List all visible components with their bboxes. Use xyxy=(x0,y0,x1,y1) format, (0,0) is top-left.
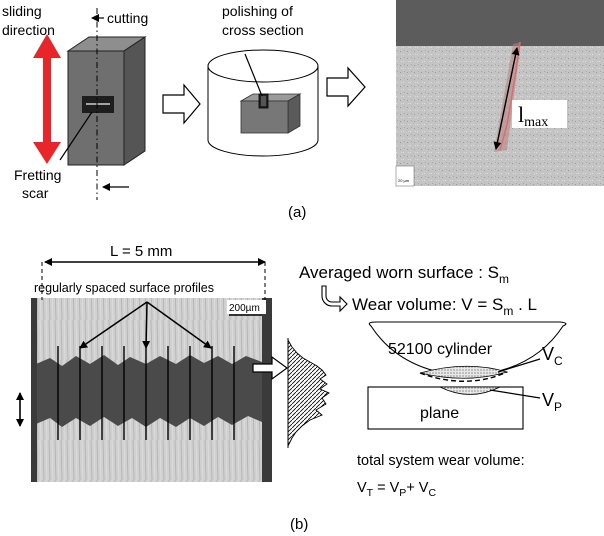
vc-pointer xyxy=(497,358,541,373)
cutting-label: cutting xyxy=(107,10,148,26)
profile-pointer xyxy=(79,301,148,349)
cross-section-micrograph: lmax 20 µm xyxy=(395,0,604,187)
caption-b: (b) xyxy=(290,516,308,533)
averaged-profile xyxy=(287,338,330,448)
profile-pointer xyxy=(142,301,151,349)
vp-pointer xyxy=(489,389,541,399)
cylinder-plane-diagram: 52100 cylinder plane VC VP xyxy=(367,321,567,430)
sliding-label-line1: sliding xyxy=(2,3,42,19)
wear-scar-band xyxy=(36,355,262,427)
length-label: L = 5 mm xyxy=(110,243,172,260)
caption-a: (a) xyxy=(288,204,306,221)
micro-scale-label: 20 µm xyxy=(398,178,410,183)
vp-label: VP xyxy=(542,390,562,414)
specimen-cube xyxy=(66,36,147,166)
sliding-label-line2: direction xyxy=(2,22,55,38)
scale-box xyxy=(227,300,266,314)
profile-pointer xyxy=(146,301,212,349)
plane-shape xyxy=(367,386,524,430)
cylinder-label: 52100 cylinder xyxy=(388,341,493,358)
fretting-pointer xyxy=(59,111,93,161)
mounted-sample xyxy=(207,49,319,157)
plane-label: plane xyxy=(420,405,459,422)
averaged-surface-label: Averaged worn surface : Sm xyxy=(299,263,509,286)
profile-arrow xyxy=(252,355,289,381)
profiles-label: regularly spaced surface profiles xyxy=(34,281,214,295)
micro-scale-bar xyxy=(395,165,415,187)
scale-label: 200µm xyxy=(229,303,260,314)
polishing-pointer xyxy=(244,53,263,97)
total-volume-label: total system wear volume: xyxy=(357,453,525,469)
wear-volume-label: Wear volume: V = Sm . L xyxy=(352,295,537,318)
hook-arrow xyxy=(321,285,348,313)
wear-scar-image: 200µm xyxy=(31,298,272,482)
lmax-arrow xyxy=(493,47,520,150)
panel-a: sliding direction cutting Fretting scar xyxy=(2,0,604,221)
process-arrow-2 xyxy=(326,66,366,108)
process-arrow-1 xyxy=(162,83,201,125)
total-volume-formula: VT = VP+ VC xyxy=(357,480,436,499)
lmax-label: lmax xyxy=(518,102,548,130)
vp-region xyxy=(439,386,501,395)
fretting-label-line1: Fretting xyxy=(14,167,61,183)
sliding-direction-arrow xyxy=(33,34,61,164)
fretting-label-line2: scar xyxy=(22,185,49,201)
lmax-label-box xyxy=(512,100,567,128)
polishing-label-line1: polishing of xyxy=(222,3,293,19)
panel-b: L = 5 mm regularly spaced surface profil… xyxy=(16,243,567,533)
polishing-label-line2: cross section xyxy=(222,22,304,38)
cylinder-shape xyxy=(368,321,567,377)
vc-label: VC xyxy=(542,344,563,368)
